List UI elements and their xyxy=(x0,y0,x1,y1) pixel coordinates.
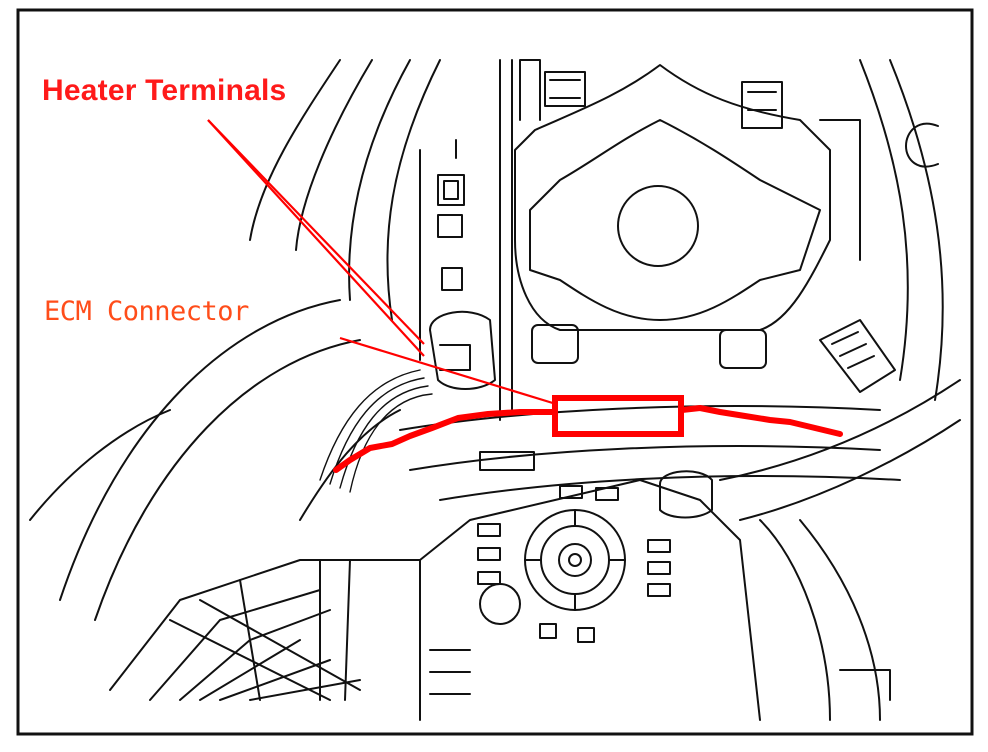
ecm-leader-line xyxy=(339,336,557,406)
annotations xyxy=(207,119,843,473)
line-art xyxy=(29,59,961,721)
heater-leader-line-2 xyxy=(207,119,425,357)
ecm-connector-label: ECM Connector xyxy=(44,296,249,327)
harness-route-line xyxy=(333,405,843,473)
ecm-callout-box xyxy=(552,395,684,437)
heater-terminals-label: Heater Terminals xyxy=(42,74,287,107)
diagram-border xyxy=(16,8,974,736)
heater-leader-line-1 xyxy=(207,119,425,345)
